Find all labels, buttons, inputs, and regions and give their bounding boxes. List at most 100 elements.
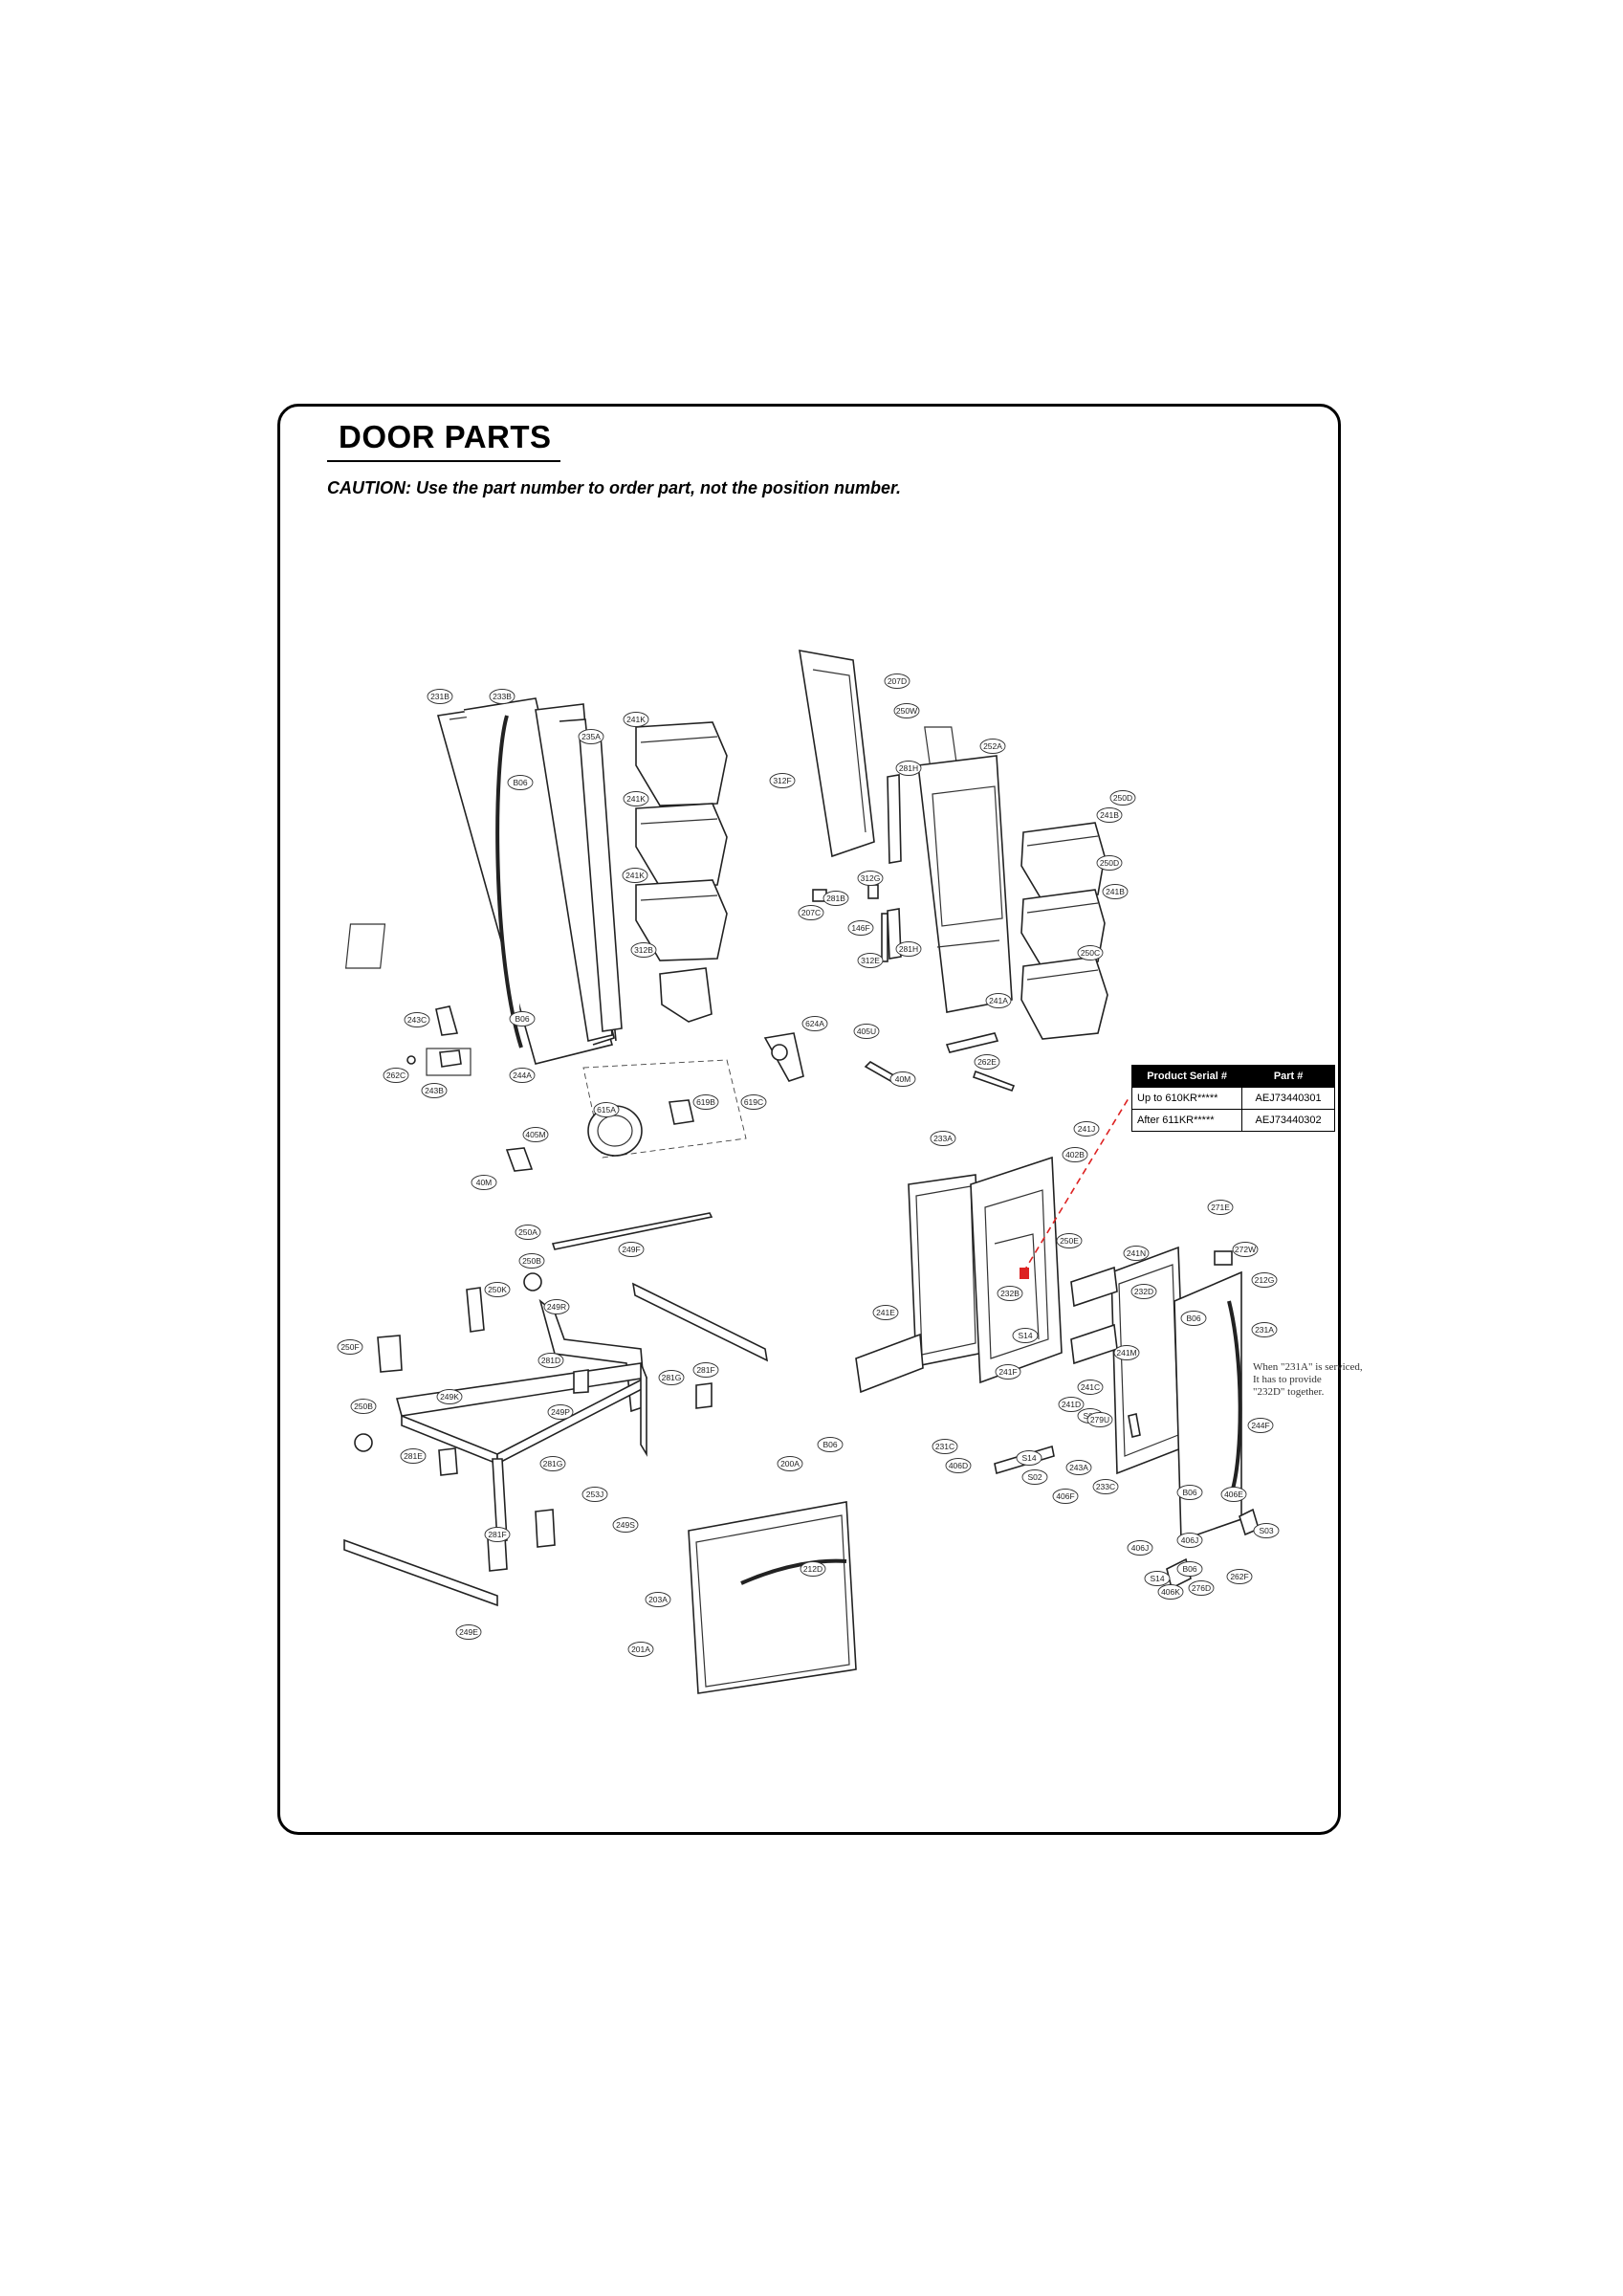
callout-bubble: 249P xyxy=(547,1404,574,1420)
callout-label: 241D xyxy=(1062,1400,1081,1409)
callout-bubble: 312F xyxy=(769,773,796,788)
callout-label: 262F xyxy=(1230,1572,1248,1581)
callout-label: 249K xyxy=(440,1392,459,1402)
callout-bubble: 250W xyxy=(893,703,920,718)
callout-bubble: 262E xyxy=(974,1054,1000,1070)
callout-label: 249R xyxy=(547,1302,566,1312)
callout-label: 281E xyxy=(404,1451,423,1461)
callout-label: 241J xyxy=(1078,1124,1095,1134)
callout-label: 207D xyxy=(888,676,907,686)
ice-box-frame xyxy=(917,755,1013,1013)
callout-label: 243A xyxy=(1069,1463,1088,1472)
callout-bubble: B06 xyxy=(817,1437,844,1452)
header-product-serial: Product Serial # xyxy=(1130,1065,1243,1088)
callout-label: 243C xyxy=(407,1015,427,1025)
callout-label: 241K xyxy=(625,871,645,880)
callout-label: 250B xyxy=(522,1256,541,1266)
callout-bubble: 406D xyxy=(945,1458,972,1473)
serial-cell: After 611KR***** xyxy=(1130,1109,1243,1132)
callout-bubble: 249F xyxy=(618,1242,645,1257)
callout-label: 203A xyxy=(648,1595,668,1604)
callout-label: 250A xyxy=(518,1227,537,1237)
callout-bubble: 241M xyxy=(1113,1345,1140,1360)
callout-label: 233C xyxy=(1096,1482,1115,1491)
callout-bubble: 262F xyxy=(1226,1569,1253,1584)
callout-label: 276D xyxy=(1192,1583,1211,1593)
callout-label: 281H xyxy=(899,763,918,773)
callout-label: 241B xyxy=(1106,887,1125,896)
callout-label: 212G xyxy=(1255,1275,1275,1285)
callout-label: 232D xyxy=(1134,1287,1153,1296)
callout-bubble: 272W xyxy=(1232,1242,1259,1257)
callout-bubble: 249E xyxy=(455,1624,482,1640)
callout-label: 249F xyxy=(622,1245,640,1254)
callout-bubble: 241K xyxy=(622,868,648,883)
header-part-number: Part # xyxy=(1241,1065,1335,1088)
callout-bubble: 40M xyxy=(471,1175,497,1190)
ice-maker-inset xyxy=(505,1099,694,1172)
callout-label: 232B xyxy=(1000,1289,1020,1298)
callout-bubble: 200A xyxy=(777,1456,803,1471)
callout-bubble: 232B xyxy=(997,1286,1023,1301)
callout-bubble: 281H xyxy=(895,761,922,776)
callout-bubble: 232D xyxy=(1130,1284,1157,1299)
callout-bubble: B06 xyxy=(1180,1311,1207,1326)
part-number-cell: AEJ73440301 xyxy=(1241,1087,1335,1110)
callout-bubble: 249K xyxy=(436,1389,463,1404)
caution-text: CAUTION: Use the part number to order pa… xyxy=(327,478,902,497)
callout-bubble: B06 xyxy=(1176,1561,1203,1577)
callout-label: 231A xyxy=(1255,1325,1274,1335)
callout-bubble: 250E xyxy=(1056,1233,1083,1248)
left-door-bins xyxy=(635,721,728,1023)
callout-label: B06 xyxy=(1186,1314,1200,1323)
callout-bubble: 271E xyxy=(1207,1200,1234,1215)
callout-label: 281F xyxy=(488,1530,506,1539)
callout-label: B06 xyxy=(1182,1564,1196,1574)
left-hinge-parts xyxy=(406,1005,472,1076)
callout-label: 406K xyxy=(1161,1587,1180,1597)
callout-bubble: 624A xyxy=(801,1016,828,1031)
callout-label: 312B xyxy=(634,945,653,955)
callout-label: 40M xyxy=(476,1178,493,1187)
callout-label: B06 xyxy=(822,1440,837,1449)
callout-bubble: 207D xyxy=(884,673,910,689)
callout-label: 312E xyxy=(861,956,880,965)
callout-label: 402B xyxy=(1065,1150,1085,1159)
callout-label: 249E xyxy=(459,1627,478,1637)
callout-bubble: 207C xyxy=(798,905,824,920)
callout-bubble: 312B xyxy=(630,942,657,958)
left-door-assembly xyxy=(344,697,623,1065)
callout-label: 406F xyxy=(1056,1491,1074,1501)
callout-label: 279U xyxy=(1090,1415,1109,1424)
callout-label: 281D xyxy=(541,1356,560,1365)
callout-bubble: 619B xyxy=(692,1094,719,1110)
callout-label: 241K xyxy=(626,794,646,804)
callout-label: S02 xyxy=(1027,1472,1042,1482)
callout-label: 281B xyxy=(826,894,845,903)
callout-bubble: 406J xyxy=(1127,1540,1153,1556)
callout-bubble: 276D xyxy=(1188,1580,1215,1596)
drawer-front xyxy=(688,1501,857,1694)
callout-label: 253J xyxy=(586,1490,603,1499)
callout-bubble: 212G xyxy=(1251,1272,1278,1288)
right-door-assembly xyxy=(855,1156,1260,1590)
callout-label: S14 xyxy=(1150,1574,1164,1583)
callout-label: 250E xyxy=(1060,1236,1079,1246)
callout-label: 231B xyxy=(430,692,450,701)
table-row: After 611KR***** AEJ73440302 xyxy=(1130,1109,1335,1132)
callout-bubble: 231C xyxy=(932,1439,958,1454)
callout-bubble: 406K xyxy=(1157,1584,1184,1600)
part-number-cell: AEJ73440302 xyxy=(1241,1109,1335,1132)
callout-bubble: B06 xyxy=(1176,1485,1203,1500)
callout-bubble: 281G xyxy=(539,1456,566,1471)
callout-bubble: 252A xyxy=(979,739,1006,754)
callout-label: 233B xyxy=(493,692,512,701)
callout-label: B06 xyxy=(515,1014,529,1024)
callout-label: 244A xyxy=(513,1071,532,1080)
callout-bubble: 281B xyxy=(822,891,849,906)
callout-bubble: B06 xyxy=(507,775,534,790)
callout-label: 212D xyxy=(803,1564,822,1574)
callout-label: 281G xyxy=(543,1459,563,1468)
